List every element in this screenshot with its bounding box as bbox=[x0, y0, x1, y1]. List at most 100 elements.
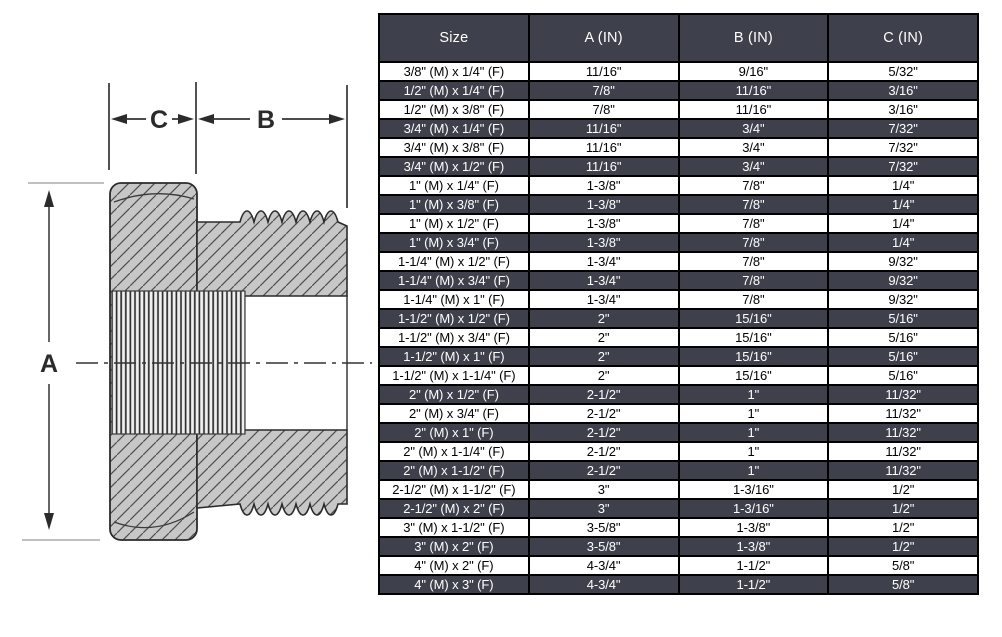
table-cell: 1-1/2" bbox=[677, 555, 830, 576]
table-cell: 1/2" bbox=[827, 479, 979, 500]
table-cell: 5/16" bbox=[827, 365, 979, 386]
table-cell: 15/16" bbox=[677, 365, 830, 386]
table-row: 2-1/2" (M) x 2" (F)3"1-3/16"1/2" bbox=[378, 498, 979, 519]
bushing-cross-section-svg: A C B bbox=[22, 82, 372, 541]
table-cell: 4" (M) x 2" (F) bbox=[378, 555, 530, 576]
table-cell: 1-1/2" bbox=[677, 574, 830, 595]
table-cell: 5/32" bbox=[827, 61, 979, 82]
table-cell: 1-3/4" bbox=[527, 270, 680, 291]
table-cell: 1" (M) x 1/4" (F) bbox=[378, 175, 530, 196]
table-cell: 4" (M) x 3" (F) bbox=[378, 574, 530, 595]
table-cell: 11/32" bbox=[827, 384, 979, 405]
table-cell: 3/4" (M) x 3/8" (F) bbox=[378, 137, 530, 158]
table-cell: 3/4" bbox=[677, 137, 830, 158]
table-row: 4" (M) x 2" (F)4-3/4"1-1/2"5/8" bbox=[378, 555, 979, 576]
table-row: 1" (M) x 1/4" (F)1-3/8"7/8"1/4" bbox=[378, 175, 979, 196]
spec-table-head: Size A (IN) B (IN) C (IN) bbox=[378, 13, 979, 63]
table-cell: 7/8" bbox=[677, 194, 830, 215]
table-cell: 15/16" bbox=[677, 327, 830, 348]
table-cell: 7/8" bbox=[677, 175, 830, 196]
table-row: 2" (M) x 1-1/2" (F)2-1/2"1"11/32" bbox=[378, 460, 979, 481]
arrowhead-b-left bbox=[198, 114, 214, 124]
column-header-size: Size bbox=[378, 13, 530, 63]
table-cell: 5/16" bbox=[827, 327, 979, 348]
table-cell: 7/8" bbox=[677, 270, 830, 291]
arrowhead-c-right bbox=[178, 114, 194, 124]
column-header-b: B (IN) bbox=[677, 13, 830, 63]
table-cell: 2-1/2" bbox=[527, 422, 680, 443]
table-cell: 2-1/2" bbox=[527, 384, 680, 405]
table-cell: 2" bbox=[527, 365, 680, 386]
table-cell: 1/4" bbox=[827, 175, 979, 196]
table-cell: 2" (M) x 1-1/2" (F) bbox=[378, 460, 530, 481]
arrowhead-a-down bbox=[44, 513, 54, 530]
table-cell: 1" bbox=[677, 403, 830, 424]
table-cell: 2-1/2" (M) x 1-1/2" (F) bbox=[378, 479, 530, 500]
table-cell: 1/2" bbox=[827, 517, 979, 538]
table-cell: 2-1/2" bbox=[527, 441, 680, 462]
table-cell: 3" bbox=[527, 498, 680, 519]
table-cell: 15/16" bbox=[677, 346, 830, 367]
table-cell: 3/4" (M) x 1/2" (F) bbox=[378, 156, 530, 177]
hex-chamfer-top bbox=[113, 193, 195, 203]
column-header-a: A (IN) bbox=[527, 13, 680, 63]
fitting-diagram: A C B bbox=[0, 0, 380, 637]
table-row: 1-1/4" (M) x 3/4" (F)1-3/4"7/8"9/32" bbox=[378, 270, 979, 291]
table-cell: 11/16" bbox=[677, 80, 830, 101]
table-cell: 2-1/2" bbox=[527, 460, 680, 481]
table-row: 1-1/2" (M) x 3/4" (F)2"15/16"5/16" bbox=[378, 327, 979, 348]
table-cell: 5/16" bbox=[827, 308, 979, 329]
table-cell: 7/8" bbox=[677, 289, 830, 310]
table-row: 1" (M) x 3/4" (F)1-3/8"7/8"1/4" bbox=[378, 232, 979, 253]
table-row: 4" (M) x 3" (F)4-3/4"1-1/2"5/8" bbox=[378, 574, 979, 595]
table-cell: 1/4" bbox=[827, 232, 979, 253]
table-row: 1-1/2" (M) x 1" (F)2"15/16"5/16" bbox=[378, 346, 979, 367]
table-cell: 1-1/4" (M) x 1" (F) bbox=[378, 289, 530, 310]
hex-chamfer-bottom bbox=[113, 511, 195, 529]
table-cell: 11/16" bbox=[527, 61, 680, 82]
table-cell: 11/32" bbox=[827, 422, 979, 443]
table-cell: 4-3/4" bbox=[527, 555, 680, 576]
table-cell: 1" (M) x 3/4" (F) bbox=[378, 232, 530, 253]
table-cell: 1-1/2" (M) x 1/2" (F) bbox=[378, 308, 530, 329]
spec-table-body: 3/8" (M) x 1/4" (F)11/16"9/16"5/32"1/2" … bbox=[378, 61, 979, 595]
table-cell: 3/4" (M) x 1/4" (F) bbox=[378, 118, 530, 139]
table-row: 1" (M) x 3/8" (F)1-3/8"7/8"1/4" bbox=[378, 194, 979, 215]
table-cell: 1-3/4" bbox=[527, 289, 680, 310]
table-cell: 2" (M) x 1-1/4" (F) bbox=[378, 441, 530, 462]
table-row: 1/2" (M) x 1/4" (F)7/8"11/16"3/16" bbox=[378, 80, 979, 101]
table-cell: 1-3/16" bbox=[677, 498, 830, 519]
table-cell: 7/8" bbox=[527, 99, 680, 120]
table-row: 3/4" (M) x 1/2" (F)11/16"3/4"7/32" bbox=[378, 156, 979, 177]
table-cell: 11/32" bbox=[827, 441, 979, 462]
table-row: 1-1/2" (M) x 1-1/4" (F)2"15/16"5/16" bbox=[378, 365, 979, 386]
table-row: 3/8" (M) x 1/4" (F)11/16"9/16"5/32" bbox=[378, 61, 979, 82]
table-cell: 7/8" bbox=[527, 80, 680, 101]
table-row: 1" (M) x 1/2" (F)1-3/8"7/8"1/4" bbox=[378, 213, 979, 234]
header-row: Size A (IN) B (IN) C (IN) bbox=[378, 13, 979, 63]
table-row: 3/4" (M) x 3/8" (F)11/16"3/4"7/32" bbox=[378, 137, 979, 158]
table-cell: 11/32" bbox=[827, 460, 979, 481]
table-cell: 15/16" bbox=[677, 308, 830, 329]
table-cell: 1" bbox=[677, 460, 830, 481]
table-cell: 1-3/8" bbox=[527, 232, 680, 253]
table-cell: 7/8" bbox=[677, 251, 830, 272]
table-row: 1-1/4" (M) x 1" (F)1-3/4"7/8"9/32" bbox=[378, 289, 979, 310]
table-cell: 1/4" bbox=[827, 194, 979, 215]
column-header-c: C (IN) bbox=[827, 13, 979, 63]
table-cell: 1-3/8" bbox=[527, 175, 680, 196]
table-cell: 11/16" bbox=[527, 118, 680, 139]
table-row: 3" (M) x 2" (F)3-5/8"1-3/8"1/2" bbox=[378, 536, 979, 557]
table-cell: 4-3/4" bbox=[527, 574, 680, 595]
table-cell: 1-3/8" bbox=[677, 536, 830, 557]
table-row: 1-1/4" (M) x 1/2" (F)1-3/4"7/8"9/32" bbox=[378, 251, 979, 272]
table-row: 2" (M) x 1" (F)2-1/2"1"11/32" bbox=[378, 422, 979, 443]
table-cell: 1" (M) x 3/8" (F) bbox=[378, 194, 530, 215]
table-row: 2" (M) x 1/2" (F)2-1/2"1"11/32" bbox=[378, 384, 979, 405]
table-cell: 2-1/2" bbox=[527, 403, 680, 424]
table-cell: 9/16" bbox=[677, 61, 830, 82]
table-row: 2" (M) x 3/4" (F)2-1/2"1"11/32" bbox=[378, 403, 979, 424]
table-cell: 1" bbox=[677, 441, 830, 462]
table-cell: 1-3/8" bbox=[527, 213, 680, 234]
